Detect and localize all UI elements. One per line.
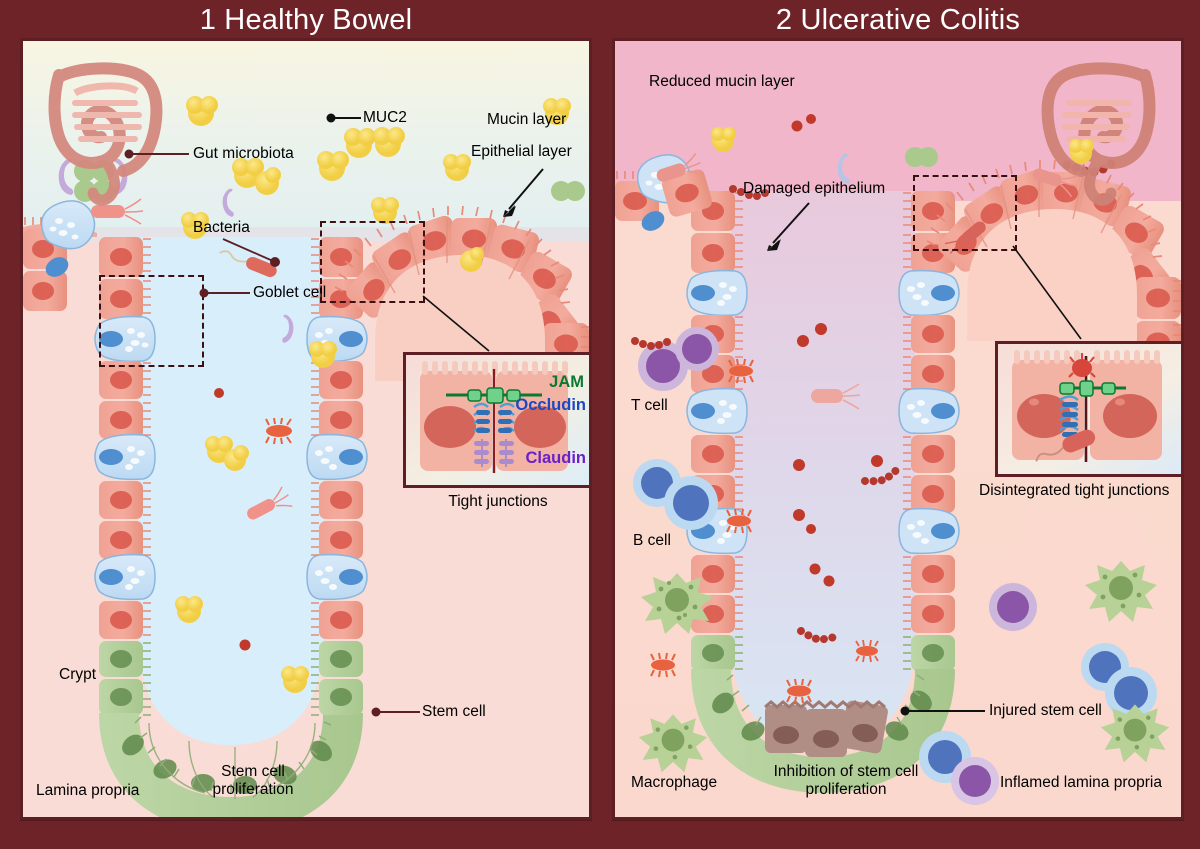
claudin-label: Claudin [525, 449, 587, 467]
dashed-box-tight-junction-uc [913, 175, 1017, 251]
muc2-leader-line [331, 117, 361, 119]
label-bacteria: Bacteria [193, 219, 250, 236]
injured-stem-cells [764, 700, 888, 757]
panel-healthy-bowel: JAM Occludin Claudin Mucin layer MUC2 Gu… [20, 38, 592, 820]
b-cells-right [1081, 643, 1157, 719]
label-inhibition-of-stem-cell-proliferation: Inhibition of stem cell proliferation [773, 763, 919, 799]
dashed-box-goblet [99, 275, 204, 367]
label-macrophage: Macrophage [631, 774, 718, 791]
goblet-cell [40, 200, 96, 277]
macrophage [638, 714, 708, 773]
label-inflamed-lamina-propria: Inflamed lamina propria [1000, 774, 1162, 791]
uc-muc2-particles [711, 127, 1094, 164]
goblet-cell [306, 433, 368, 481]
disintegrated-tight-junction-diagram [998, 344, 1181, 474]
crypt-base-stem-cells [99, 713, 363, 817]
flagellated-bacterium [726, 508, 752, 534]
t-cell-single [989, 583, 1037, 631]
t-cells [638, 327, 719, 391]
flagellated-bacterium [855, 639, 879, 663]
label-stem-cell-proliferation: Stem cell proliferation [212, 763, 294, 799]
label-disintegrated-tight-junctions: Disintegrated tight junctions [979, 482, 1170, 499]
label-mucin-layer: Mucin layer [487, 111, 567, 128]
rod-bacterium [811, 383, 861, 410]
uc-crypt-base [691, 669, 955, 793]
rod-bacterium [219, 250, 277, 278]
rod-bacterium [247, 486, 293, 520]
uc-crypt-right-cells [898, 191, 960, 671]
bacteria-chain [797, 627, 837, 644]
tight-junctions-inset[interactable]: JAM Occludin Claudin [403, 352, 589, 488]
muc2-particles [175, 96, 571, 693]
crypt-left-cells [94, 237, 156, 716]
dashed-box-tight-junction [320, 221, 425, 303]
injured-stem-cell-leader-line [905, 710, 985, 712]
stem-cells-right [319, 641, 363, 715]
label-stem-cell: Stem cell [422, 703, 486, 720]
uc-microbiota [631, 114, 1079, 704]
label-b-cell: B cell [633, 532, 671, 549]
label-lamina-propria: Lamina propria [36, 782, 140, 799]
label-t-cell: T cell [631, 397, 668, 414]
rod-bacterium [91, 198, 144, 225]
flagellated-bacterium [728, 358, 754, 384]
label-injured-stem-cell: Injured stem cell [989, 702, 1102, 719]
lumen-microbiota [214, 181, 585, 651]
flagellated-bacterium [786, 678, 812, 704]
macrophage [641, 573, 713, 634]
panel-1-title: 1 Healthy Bowel [199, 4, 413, 36]
label-gut-microbiota: Gut microbiota [193, 145, 294, 162]
bacteria-chain [729, 185, 769, 200]
label-tight-junctions: Tight junctions [448, 493, 548, 510]
panel-ulcerative-colitis: Reduced mucin layer Damaged epithelium T… [612, 38, 1184, 820]
goblet-cell [686, 269, 748, 317]
b-cells [633, 459, 718, 530]
rod-bacterium [656, 153, 703, 182]
flagellated-bacterium [1068, 353, 1096, 378]
b-cell-t-cell-pair-bottom [919, 731, 999, 805]
goblet-cell [898, 269, 960, 317]
crypt-right-wall [306, 237, 368, 716]
panel-healthy-bowel-canvas: JAM Occludin Claudin Mucin layer MUC2 Gu… [23, 41, 589, 817]
jam-label: JAM [549, 373, 584, 391]
damaged-epithelium-arrow [767, 202, 810, 251]
goblet-cell [94, 315, 156, 363]
stem-cell-leader-line [376, 711, 420, 713]
rod-bacterium [1035, 429, 1096, 462]
jam-protein-fragmented [1059, 380, 1126, 397]
goblet-cell [94, 433, 156, 481]
goblet-cell-leader-line [204, 292, 250, 294]
goblet-cell [306, 553, 368, 601]
bacteria-chain [861, 466, 900, 486]
occludin-label: Occludin [515, 396, 586, 414]
bacteria-leader [222, 238, 280, 267]
disintegrated-tight-junctions-inset[interactable] [995, 341, 1181, 477]
flagellated-bacterium [265, 417, 292, 445]
bacteria-chain [631, 337, 671, 350]
goblet-cell [94, 553, 156, 601]
panel-2-title: 2 Ulcerative Colitis [775, 4, 1021, 36]
macrophage [1085, 561, 1157, 622]
gut-microbiota-leader-line [129, 153, 189, 155]
label-muc2: MUC2 [363, 109, 407, 126]
label-epithelial-layer: Epithelial layer [471, 143, 572, 160]
goblet-cell [898, 387, 960, 435]
goblet-cell [686, 387, 748, 435]
label-goblet-cell: Goblet cell [253, 284, 327, 301]
macrophage [1100, 704, 1170, 763]
tight-junction-diagram [406, 355, 589, 485]
flagellated-bacterium [650, 652, 676, 678]
goblet-cell [898, 507, 960, 555]
jam-protein [446, 387, 542, 404]
label-damaged-epithelium: Damaged epithelium [743, 180, 886, 197]
rod-bacterium [1032, 168, 1079, 198]
villus-left [23, 200, 97, 311]
label-reduced-mucin-layer: Reduced mucin layer [649, 73, 795, 90]
label-crypt: Crypt [59, 666, 97, 683]
healthy-bowel-illustration [23, 41, 589, 817]
stem-cells-left [99, 641, 143, 715]
epithelial-layer-arrow [503, 168, 544, 217]
panel-ulcerative-colitis-canvas: Reduced mucin layer Damaged epithelium T… [615, 41, 1181, 817]
